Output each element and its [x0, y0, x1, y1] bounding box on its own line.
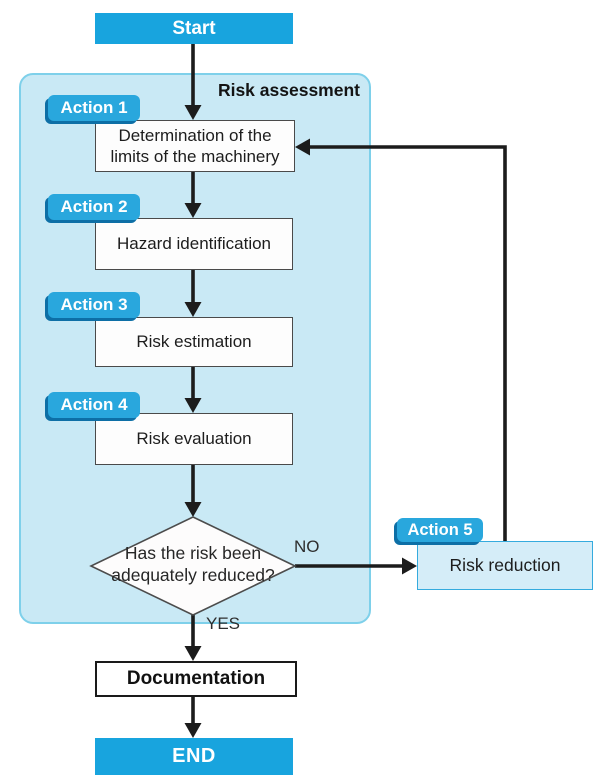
feedback-line-risk-reduction-to-step1 — [310, 145, 507, 541]
end-terminal: END — [95, 738, 293, 775]
action-3-badge: Action 3 — [48, 292, 140, 318]
step-box-determination-of-limits: Determination of the limits of the machi… — [95, 120, 295, 172]
step-box-risk-estimation: Risk estimation — [95, 317, 293, 367]
arrowhead-into-end — [184, 723, 202, 738]
arrowhead-into-step3 — [184, 302, 202, 317]
arrowhead-into-step4 — [184, 398, 202, 413]
arrowhead-into-decision — [184, 502, 202, 517]
step-box-risk-evaluation: Risk evaluation — [95, 413, 293, 465]
arrowhead-feedback-into-step1 — [295, 138, 310, 156]
start-label: Start — [172, 17, 216, 39]
action-4-badge: Action 4 — [48, 392, 140, 418]
action-1-badge: Action 1 — [48, 95, 140, 121]
arrowhead-into-step2 — [184, 203, 202, 218]
action-5-badge: Action 5 — [397, 518, 483, 542]
arrowhead-into-step1 — [184, 105, 202, 120]
yes-branch-label: YES — [206, 614, 241, 633]
start-terminal: Start — [95, 13, 293, 44]
documentation-box: Documentation — [95, 661, 297, 697]
no-branch-label: NO — [294, 537, 320, 556]
action-2-badge: Action 2 — [48, 194, 140, 220]
end-label: END — [172, 745, 216, 767]
step-box-hazard-identification: Hazard identification — [95, 218, 293, 270]
arrowhead-into-risk-reduction — [402, 557, 417, 575]
risk-assessment-label: Risk assessment — [217, 80, 360, 100]
risk-reduction-box: Risk reduction — [417, 541, 593, 590]
decision-diamond — [89, 516, 297, 616]
decision-question: Has the risk been adequately reduced? — [111, 543, 275, 585]
arrowhead-into-documentation — [184, 646, 202, 661]
